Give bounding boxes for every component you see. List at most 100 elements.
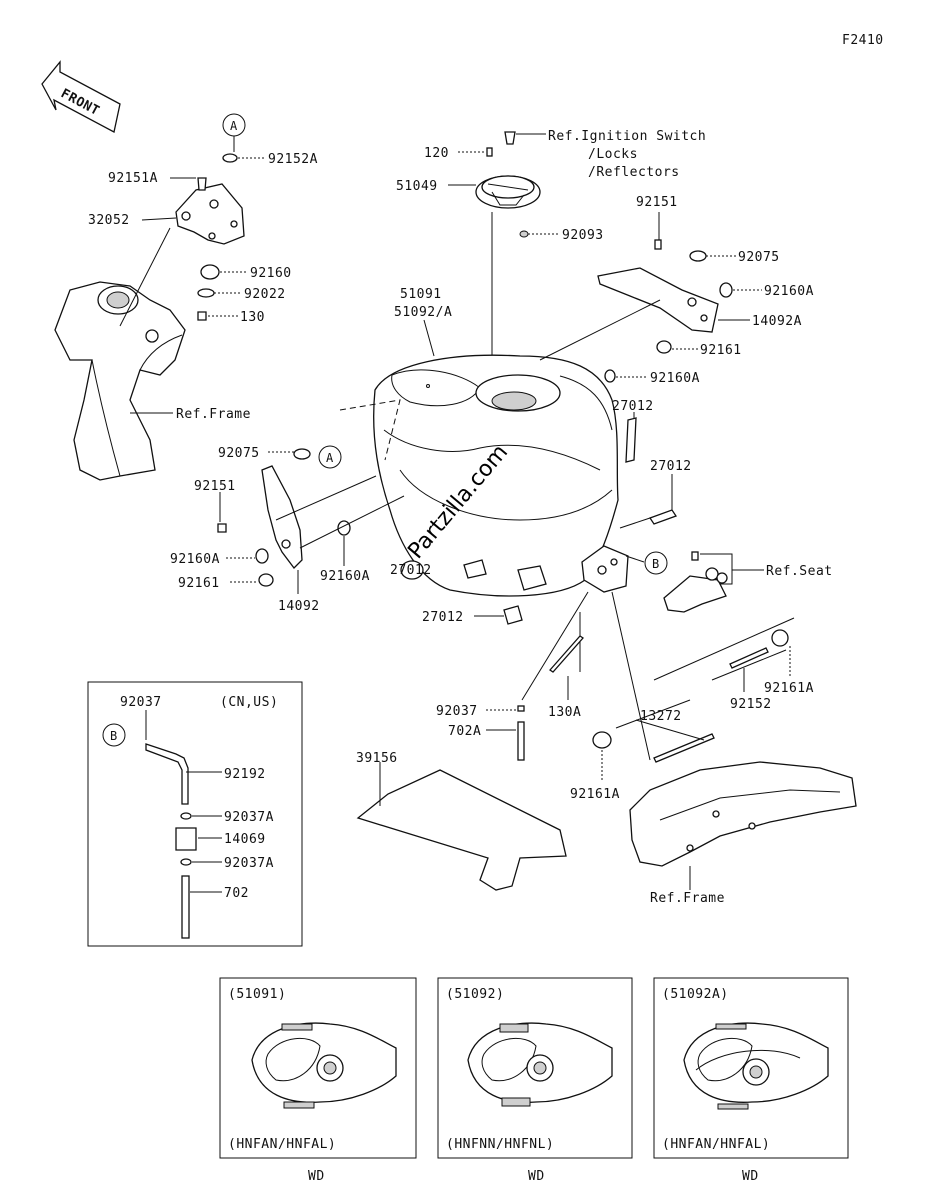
variant-box-51091: (51091) (HNFAN/HNFAL)	[219, 977, 417, 1159]
callout-a-top-label: A	[230, 119, 238, 133]
variant-51091-part: (51091)	[228, 987, 286, 1002]
filter-14069	[175, 827, 197, 851]
collar-92152	[729, 647, 769, 669]
bracket-32052-illustration	[175, 183, 245, 245]
callout-a-tank-label: A	[326, 451, 334, 465]
label-130a: 130A	[548, 705, 581, 720]
label-92160a-center: 92160A	[320, 569, 370, 584]
cap-92075-right	[689, 250, 707, 262]
label-130: 130	[240, 310, 265, 325]
label-92037-center: 92037	[436, 704, 478, 719]
variant-51092-code: (HNFNN/HNFNL)	[446, 1137, 554, 1152]
label-27012-d: 27012	[422, 610, 464, 625]
label-92151a: 92151A	[108, 171, 158, 186]
label-27012-b: 27012	[650, 459, 692, 474]
variant-box-51092a: (51092A) (HNFAN/HNFAL)	[653, 977, 849, 1159]
label-92093: 92093	[562, 228, 604, 243]
label-92075-right: 92075	[738, 250, 780, 265]
pad-27012-b	[649, 509, 677, 525]
label-92160a-right: 92160A	[764, 284, 814, 299]
inset-region: (CN,US)	[220, 695, 278, 710]
variant-51092-part: (51092)	[446, 987, 504, 1002]
label-ref-ignition-3: /Reflectors	[588, 165, 680, 180]
bolt-130	[197, 311, 207, 321]
label-13272: 13272	[640, 709, 682, 724]
frame-rear-illustration	[629, 761, 857, 867]
pad-27012-c	[463, 559, 487, 579]
label-ref-ignition-1: Ref.Ignition Switch	[548, 129, 706, 144]
label-92161a-right: 92161A	[764, 681, 814, 696]
collar-92161-left	[258, 573, 274, 587]
label-ref-frame-left: Ref.Frame	[176, 407, 251, 422]
inset-label-92037: 92037	[120, 695, 162, 710]
label-92075-left: 92075	[218, 446, 260, 461]
variant-51092a-part: (51092A)	[662, 987, 729, 1002]
callout-b-tank	[644, 551, 668, 575]
collar-ref-ignition	[504, 131, 516, 145]
bolt-92151-left	[217, 523, 227, 533]
label-92151-left: 92151	[194, 479, 236, 494]
callout-a-tank	[318, 445, 342, 469]
label-ref-seat: Ref.Seat	[766, 564, 833, 579]
label-702a: 702A	[448, 724, 481, 739]
ring-27012-c	[400, 560, 424, 580]
pad-27012-a	[625, 417, 637, 463]
label-92022: 92022	[244, 287, 286, 302]
inset-label-14069: 14069	[224, 832, 266, 847]
label-27012-c: 27012	[390, 563, 432, 578]
bolt-92151-right	[654, 239, 662, 250]
washer-92022	[197, 288, 215, 298]
label-92160a-tank: 92160A	[650, 371, 700, 386]
collar-92161-right	[656, 340, 672, 354]
label-51091: 51091	[400, 287, 442, 302]
label-14092a: 14092A	[752, 314, 802, 329]
variant-51092-color: WD	[528, 1169, 545, 1184]
callout-b-tank-label: B	[652, 557, 659, 571]
front-arrow-icon: FRONT	[41, 60, 121, 133]
inset-label-92192: 92192	[224, 767, 266, 782]
grommet-92160a-left	[255, 548, 269, 564]
label-51049: 51049	[396, 179, 438, 194]
pad-27012-d	[517, 565, 547, 591]
screw-120	[486, 147, 493, 157]
variant-51091-code: (HNFAN/HNFAL)	[228, 1137, 336, 1152]
pad-27012-e	[503, 605, 523, 625]
seal-13272	[653, 733, 715, 763]
label-27012-a: 27012	[612, 399, 654, 414]
hose-92192	[145, 743, 189, 805]
bolt-seat	[691, 551, 699, 561]
label-92152: 92152	[730, 697, 772, 712]
inset-cn-us	[87, 681, 303, 947]
label-92160a-left: 92160A	[170, 552, 220, 567]
fuel-cap-51049	[475, 175, 541, 209]
label-120: 120	[424, 146, 449, 161]
page-code: F2410	[842, 33, 884, 48]
hose-702a	[517, 721, 525, 761]
clip-92037a-bottom	[180, 858, 192, 866]
grommet-92160a-right	[719, 282, 733, 298]
label-92161a-bottom: 92161A	[570, 787, 620, 802]
inset-label-702: 702	[224, 886, 249, 901]
frame-left-illustration	[54, 281, 186, 481]
fuel-tank-51091	[373, 354, 619, 597]
pad-39156	[356, 769, 567, 891]
callout-b-inset	[102, 723, 126, 747]
label-51092a: 51092/A	[394, 305, 452, 320]
grommet-92160a-tank	[604, 369, 616, 383]
label-92152a: 92152A	[268, 152, 318, 167]
variant-51092a-code: (HNFAN/HNFAL)	[662, 1137, 770, 1152]
label-ref-ignition-2: /Locks	[588, 147, 638, 162]
clip-92037-center	[517, 705, 525, 712]
hose-702	[181, 875, 190, 939]
collar-92161a-right	[771, 629, 789, 647]
variant-51092a-color: WD	[742, 1169, 759, 1184]
bracket-14092a-illustration	[597, 267, 719, 333]
tank-rear-bracket-illustration	[581, 545, 629, 593]
label-32052: 32052	[88, 213, 130, 228]
label-ref-frame-rear: Ref.Frame	[650, 891, 725, 906]
washer-92152a	[222, 153, 238, 163]
collar-92161a-bottom	[592, 731, 612, 749]
label-92161-right: 92161	[700, 343, 742, 358]
grommet-92160	[200, 264, 220, 280]
